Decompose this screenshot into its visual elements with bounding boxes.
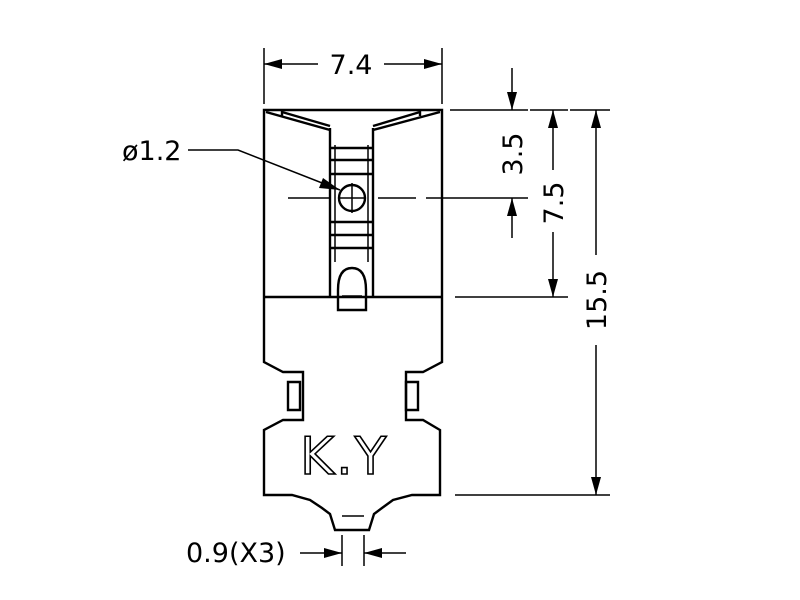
dim-pin-width: 0.9(X3) [186,535,406,569]
dim-width-label: 7.4 [330,50,373,81]
side-notches [286,380,420,412]
slot-detail [265,110,441,312]
dim-hole-diameter: ø1.2 [122,136,341,191]
dim-total-height-label: 15.5 [582,270,613,330]
dim-hole-offset-label: 3.5 [498,133,529,176]
dim-total-height: 15.5 [455,109,613,496]
hole-centerlines [288,183,416,213]
dim-hole-diameter-label: ø1.2 [122,136,181,167]
part-marking: K.Y [300,427,388,487]
dim-upper-height-label: 7.5 [539,182,570,225]
dim-upper-height: 7.5 [455,109,570,298]
dim-hole-offset: 3.5 [426,68,529,238]
dim-pin-width-label: 0.9(X3) [186,538,286,569]
dim-width: 7.4 [263,48,443,104]
